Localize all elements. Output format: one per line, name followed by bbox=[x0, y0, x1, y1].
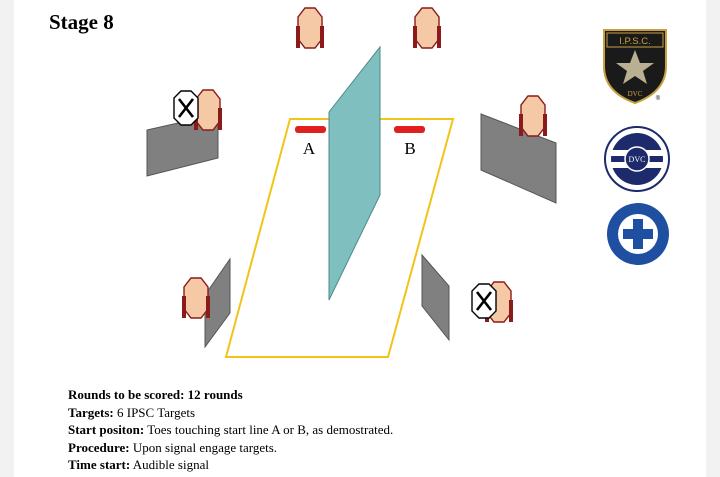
rounds-label: Rounds to be scored: bbox=[68, 387, 185, 402]
no-shoot-target-left bbox=[172, 89, 200, 127]
procedure-value: Upon signal engage targets. bbox=[132, 439, 278, 455]
ipsc-logo-mark: DVC bbox=[628, 90, 643, 98]
no-shoot-target-bottom-right bbox=[470, 282, 498, 320]
shooting-area-boundary bbox=[224, 118, 455, 358]
ipsc-logo: I.P.S.C. DVC ® bbox=[603, 29, 667, 105]
hard-cover-right-bottom bbox=[421, 253, 450, 342]
time-start-label: Time start: bbox=[68, 457, 131, 472]
ipsc-target-bottom-left bbox=[181, 277, 211, 319]
club-logo bbox=[607, 203, 669, 265]
left-margin-strip bbox=[0, 0, 14, 477]
registered-mark: ® bbox=[656, 95, 661, 102]
start-position-value: Toes touching start line A or B, as demo… bbox=[147, 422, 394, 437]
federation-logo: DVC bbox=[604, 126, 670, 192]
procedure-label: Procedure: bbox=[68, 439, 130, 455]
rounds-value: 12 rounds bbox=[187, 387, 243, 402]
procedure-line: Procedure: Upon signal engage targets. bbox=[68, 439, 393, 457]
stage-title: Stage 8 bbox=[49, 10, 114, 34]
start-label-b: B bbox=[404, 139, 415, 158]
start-position-label: Start positon: bbox=[68, 422, 145, 437]
start-label-a: A bbox=[303, 139, 316, 158]
targets-label: Targets: bbox=[68, 404, 114, 420]
center-wall bbox=[328, 45, 381, 301]
targets-value: 6 IPSC Targets bbox=[117, 404, 196, 420]
start-position-line: Start positon: Toes touching start line … bbox=[68, 421, 393, 439]
targets-line: Targets: 6 IPSC Targets bbox=[68, 404, 393, 422]
start-line-b bbox=[394, 126, 425, 133]
ipsc-target-top-right bbox=[412, 7, 442, 49]
hard-cover-left-bottom bbox=[204, 257, 231, 349]
stage-briefing: Rounds to be scored: 12 rounds Targets: … bbox=[68, 386, 393, 474]
federation-logo-mark: DVC bbox=[629, 155, 646, 164]
ipsc-target-top-left bbox=[295, 7, 325, 49]
right-margin-strip bbox=[706, 0, 720, 477]
ipsc-logo-letters: I.P.S.C. bbox=[619, 36, 651, 47]
time-start-value: Audible signal bbox=[132, 457, 209, 472]
rounds-line: Rounds to be scored: 12 rounds bbox=[68, 386, 393, 404]
time-start-line: Time start: Audible signal bbox=[68, 456, 393, 474]
start-line-a bbox=[295, 126, 326, 133]
ipsc-target-right bbox=[518, 95, 548, 137]
